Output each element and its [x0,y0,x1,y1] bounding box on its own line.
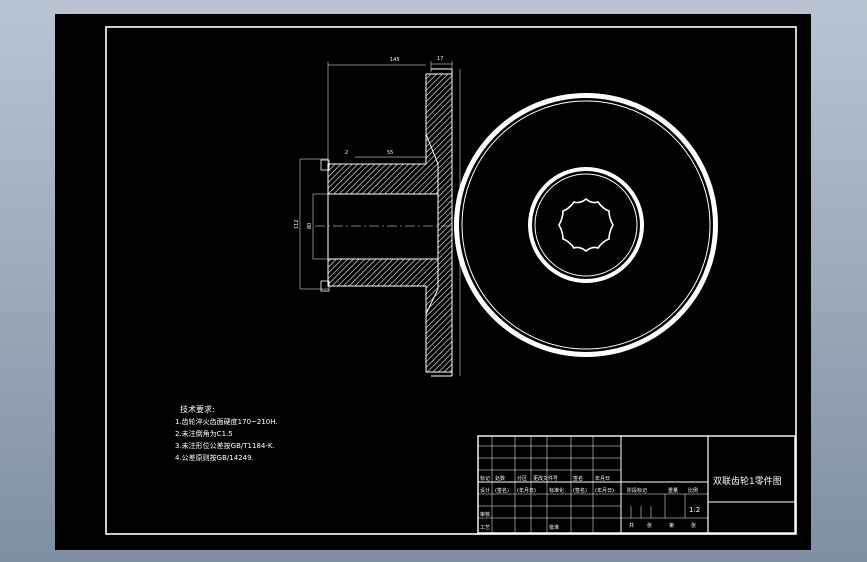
hub-upper-section [327,133,439,195]
drawing-title: 双联齿轮1零件图 [713,475,782,487]
dim-top-width: 145 [390,57,400,63]
title-block [477,435,796,534]
dim-rim-width: 17 [437,56,443,62]
tb-sheet-label: 张 [647,522,652,529]
tech-req-item: 4.公差原则按GB/14249. [175,453,254,462]
tb-sheet-label: 共 [629,522,634,529]
tb-stage-label: 重量 [668,487,678,494]
spline-bore [558,197,614,253]
tb-col-label: 签名 [573,475,583,482]
tb-scale: 1:2 [689,506,700,514]
hub-lower-section [327,258,439,315]
drawing-frame [105,26,797,535]
tb-process-label: 工艺 [480,525,490,531]
tb-col-label: 分区 [517,475,527,482]
tb-col-label-2: (年月日) [595,487,614,494]
section-view: 145 17 2 55 112 80 182 [294,56,461,377]
tb-sheet-label: 张 [691,522,696,529]
engineering-drawing: 145 17 2 55 112 80 182 技术要求: 1.齿轮淬火齿面硬度1… [105,26,797,535]
dim-hub-step: 55 [387,150,393,156]
tb-stage-label: 阶段标记 [627,487,647,494]
tech-req-heading: 技术要求: [180,404,215,414]
dim-bore-diameter: 80 [307,223,313,229]
tb-approve-label: 批准 [549,524,559,531]
tb-col-label-2: (签名) [573,487,587,494]
end-view [454,93,718,357]
tb-col-label: 更改文件号 [533,475,558,482]
tb-col-label: 年月日 [595,475,610,482]
tb-review-label: 审核 [480,511,490,518]
dim-chamfer: 2 [345,150,348,156]
tb-col-label-2: (签名) [495,487,509,494]
tb-col-label-2: 标准化 [549,487,564,494]
tech-req-item: 3.未注形位公差按GB/T1184-K. [175,441,275,450]
cad-viewport[interactable]: 145 17 2 55 112 80 182 技术要求: 1.齿轮淬火齿面硬度1… [55,14,811,550]
title-block-text: 标记 处数 分区 更改文件号 签名 年月日 设计 (签名) (年月日) 标准化 … [480,475,782,531]
tech-req-item: 2.未注倒角为C1.5 [175,429,233,438]
tb-col-label-2: (年月日) [517,487,536,494]
tb-sheet-label: 第 [669,522,674,529]
tech-req-item: 1.齿轮淬火齿面硬度170~210H. [175,417,278,426]
tb-col-label: 处数 [495,475,505,482]
technical-requirements: 技术要求: 1.齿轮淬火齿面硬度170~210H. 2.未注倒角为C1.5 3.… [175,404,278,462]
dim-hub-diameter: 112 [294,219,300,229]
bore [327,193,439,260]
tb-col-label-2: 设计 [480,487,490,494]
tb-stage-label: 比例 [688,487,698,494]
tb-col-label: 标记 [480,475,490,482]
